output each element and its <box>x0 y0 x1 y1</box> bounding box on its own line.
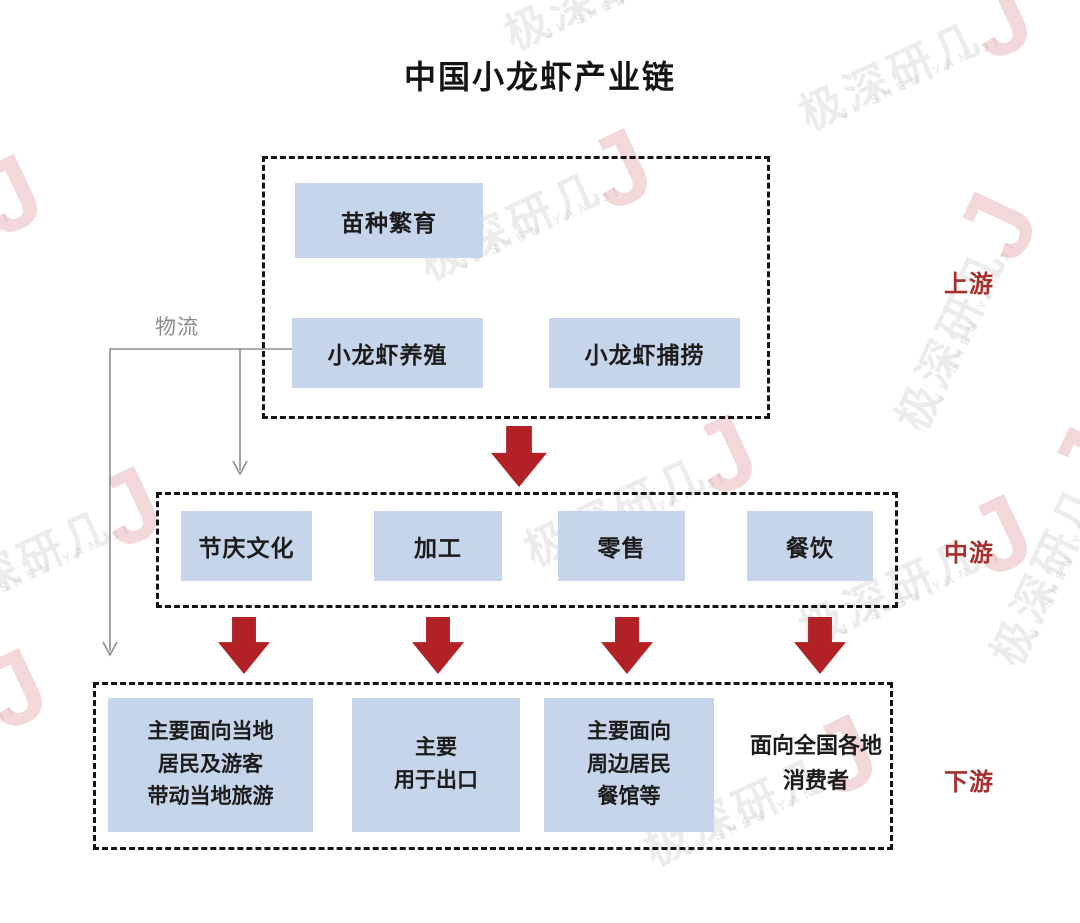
arrow-midstream-to-downstream-4 <box>794 617 846 674</box>
stage-label-upstream: 上游 <box>944 271 994 298</box>
page-title: 中国小龙虾产业链 <box>403 59 676 95</box>
upstream-group-box <box>262 156 770 419</box>
stage-label-downstream: 下游 <box>944 769 994 796</box>
box-nearby-residents-restaurants: 主要面向 周边居民 餐馆等 <box>544 698 714 832</box>
box-retail: 零售 <box>558 511 685 581</box>
stage-label-midstream: 中游 <box>944 540 994 567</box>
arrow-midstream-to-downstream-3 <box>601 617 653 674</box>
box-local-residents-tourism: 主要面向当地 居民及游客 带动当地旅游 <box>108 698 313 832</box>
box-processing: 加工 <box>374 511 502 581</box>
box-crayfish-fishing: 小龙虾捕捞 <box>549 318 740 388</box>
box-crayfish-farming: 小龙虾养殖 <box>292 318 483 388</box>
box-export: 主要 用于出口 <box>352 698 520 832</box>
box-seedling-breeding: 苗种繁育 <box>295 183 483 258</box>
arrow-midstream-to-downstream-2 <box>412 617 464 674</box>
downstream-group-box <box>93 682 893 850</box>
note-nationwide-consumers: 面向全国各地 消费者 <box>749 733 882 794</box>
box-festival-culture: 节庆文化 <box>181 511 312 581</box>
arrow-upstream-to-midstream <box>491 426 547 487</box>
logistics-label: 物流 <box>155 316 199 339</box>
box-catering: 餐饮 <box>747 511 873 581</box>
arrow-midstream-to-downstream-1 <box>218 617 270 674</box>
